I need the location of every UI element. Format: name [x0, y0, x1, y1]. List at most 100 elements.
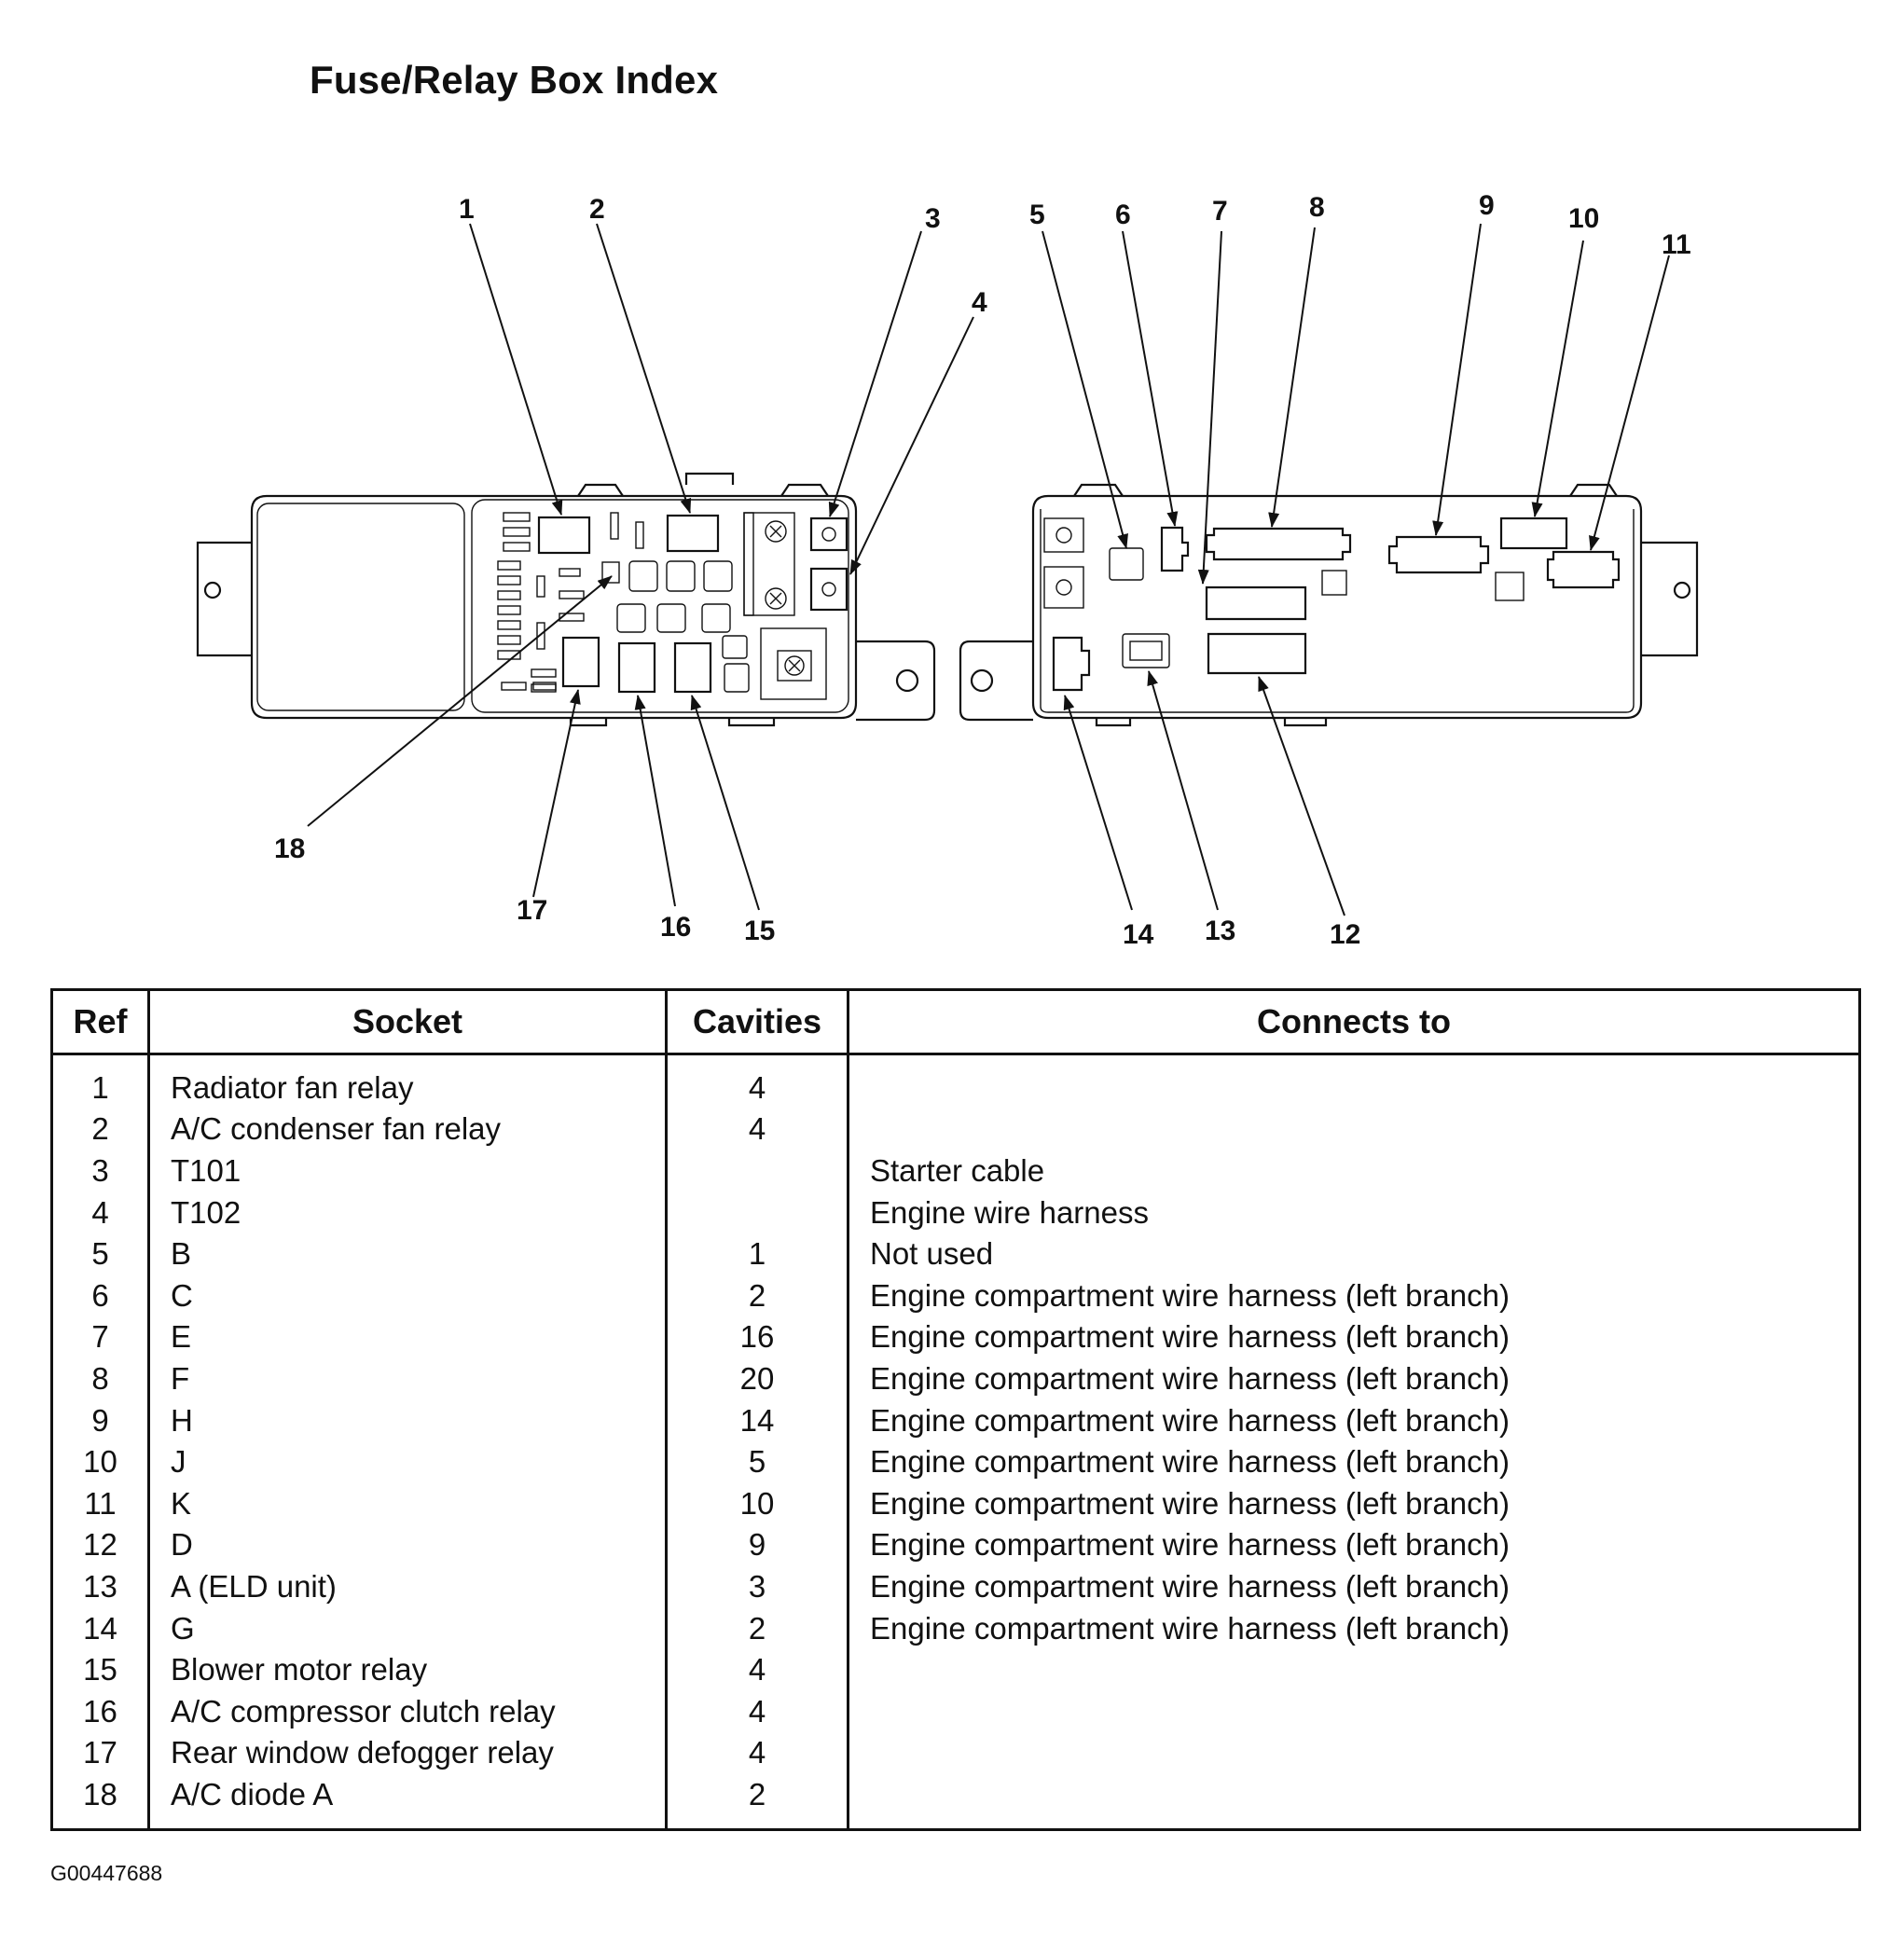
- socket-cell: Radiator fan relay: [148, 1054, 668, 1109]
- socket-cell: Blower motor relay: [148, 1648, 668, 1690]
- connects-cell: Engine compartment wire harness (left br…: [870, 1277, 1510, 1313]
- connects-cell: Not used: [870, 1236, 994, 1272]
- header-ref: Ref: [51, 989, 150, 1055]
- cavities-cell: 5: [666, 1440, 849, 1482]
- callout-10: 10: [1568, 203, 1599, 234]
- cavities-cell: 2: [666, 1773, 849, 1830]
- leader-lines: [307, 223, 1670, 916]
- left-box: [196, 472, 936, 727]
- callout-7: 7: [1212, 196, 1228, 227]
- socket-cell: F: [148, 1357, 668, 1399]
- socket-cell: G: [148, 1606, 668, 1649]
- socket-cell: A/C compressor clutch relay: [148, 1689, 668, 1732]
- socket-cell: T102: [148, 1191, 668, 1233]
- callout-17: 17: [517, 895, 547, 926]
- connects-cell: Engine compartment wire harness (left br…: [870, 1527, 1510, 1563]
- callout-2: 2: [589, 194, 605, 225]
- cavities-cell: 10: [666, 1481, 849, 1524]
- ref-cell: 1: [51, 1054, 150, 1109]
- callout-13: 13: [1205, 916, 1235, 946]
- ref-cell: 17: [51, 1731, 150, 1774]
- ref-cell: 2: [51, 1108, 150, 1150]
- figure-code: G00447688: [50, 1861, 163, 1885]
- ref-cell: 4: [51, 1191, 150, 1233]
- ref-cell: 18: [51, 1773, 150, 1830]
- connects-cell: [849, 1773, 1860, 1829]
- ref-cell: 8: [51, 1357, 150, 1399]
- right-box: [959, 483, 1699, 727]
- connects-cell: Engine compartment wire harness (left br…: [870, 1360, 1510, 1396]
- socket-cell: A/C diode A: [148, 1773, 668, 1830]
- cavities-cell: 4: [666, 1689, 849, 1732]
- callout-1: 1: [459, 194, 475, 225]
- ref-cell: 13: [51, 1565, 150, 1607]
- socket-cell: A (ELD unit): [148, 1565, 668, 1607]
- cavities-cell: 16: [666, 1315, 849, 1358]
- socket-cell: B: [148, 1233, 668, 1274]
- callout-3: 3: [925, 203, 941, 234]
- connects-cell: Engine compartment wire harness (left br…: [870, 1402, 1510, 1438]
- callout-5: 5: [1029, 200, 1045, 230]
- connects-cell: [849, 1690, 1860, 1732]
- ref-cell: 3: [51, 1150, 150, 1192]
- callout-labels: 1 2 3 4 5 6 7 8 9 10 11 12 13 14 15 16 1…: [274, 190, 1691, 950]
- ref-cell: 11: [51, 1481, 150, 1524]
- ref-cell: 7: [51, 1315, 150, 1358]
- ref-cell: 10: [51, 1440, 150, 1482]
- ref-cell: 9: [51, 1398, 150, 1441]
- ref-cell: 14: [51, 1606, 150, 1649]
- connects-cell: [849, 1109, 1860, 1150]
- header-connects-to: Connects to: [848, 989, 1860, 1055]
- socket-cell: H: [148, 1398, 668, 1441]
- socket-cell: A/C condenser fan relay: [148, 1108, 668, 1150]
- socket-cell: Rear window defogger relay: [148, 1731, 668, 1774]
- connects-cell: Engine compartment wire harness (left br…: [870, 1319, 1510, 1355]
- socket-cell: D: [148, 1523, 668, 1566]
- cavities-cell: 3: [666, 1565, 849, 1607]
- callout-11: 11: [1662, 229, 1691, 260]
- callout-12: 12: [1330, 919, 1360, 950]
- connects-cell: Engine wire harness: [870, 1194, 1149, 1230]
- cavities-cell: 2: [666, 1606, 849, 1649]
- callout-8: 8: [1309, 192, 1325, 223]
- callout-6: 6: [1115, 200, 1131, 230]
- callout-9: 9: [1479, 190, 1495, 221]
- callout-18: 18: [274, 833, 305, 864]
- socket-cell: T101: [148, 1150, 668, 1192]
- cavities-cell: 4: [666, 1108, 849, 1150]
- socket-cell: K: [148, 1481, 668, 1524]
- connects-cell: Engine compartment wire harness (left br…: [870, 1485, 1510, 1521]
- callout-4: 4: [972, 287, 987, 318]
- callout-16: 16: [660, 912, 691, 943]
- page-title: Fuse/Relay Box Index: [310, 58, 719, 102]
- cavities-cell: 1: [666, 1233, 849, 1274]
- cavities-cell: 2: [666, 1274, 849, 1316]
- ref-cell: 15: [51, 1648, 150, 1690]
- cavities-cell: 4: [666, 1054, 849, 1109]
- cavities-cell: 4: [666, 1731, 849, 1774]
- socket-cell: C: [148, 1274, 668, 1316]
- connects-cell: [849, 1054, 1860, 1109]
- callout-15: 15: [744, 916, 775, 946]
- connects-cell: Engine compartment wire harness (left br…: [870, 1610, 1510, 1646]
- cavities-cell: [666, 1191, 849, 1233]
- ref-cell: 6: [51, 1274, 150, 1316]
- cavities-cell: 9: [666, 1523, 849, 1566]
- table-header-row: Ref Socket Cavities Connects to: [51, 989, 1860, 1055]
